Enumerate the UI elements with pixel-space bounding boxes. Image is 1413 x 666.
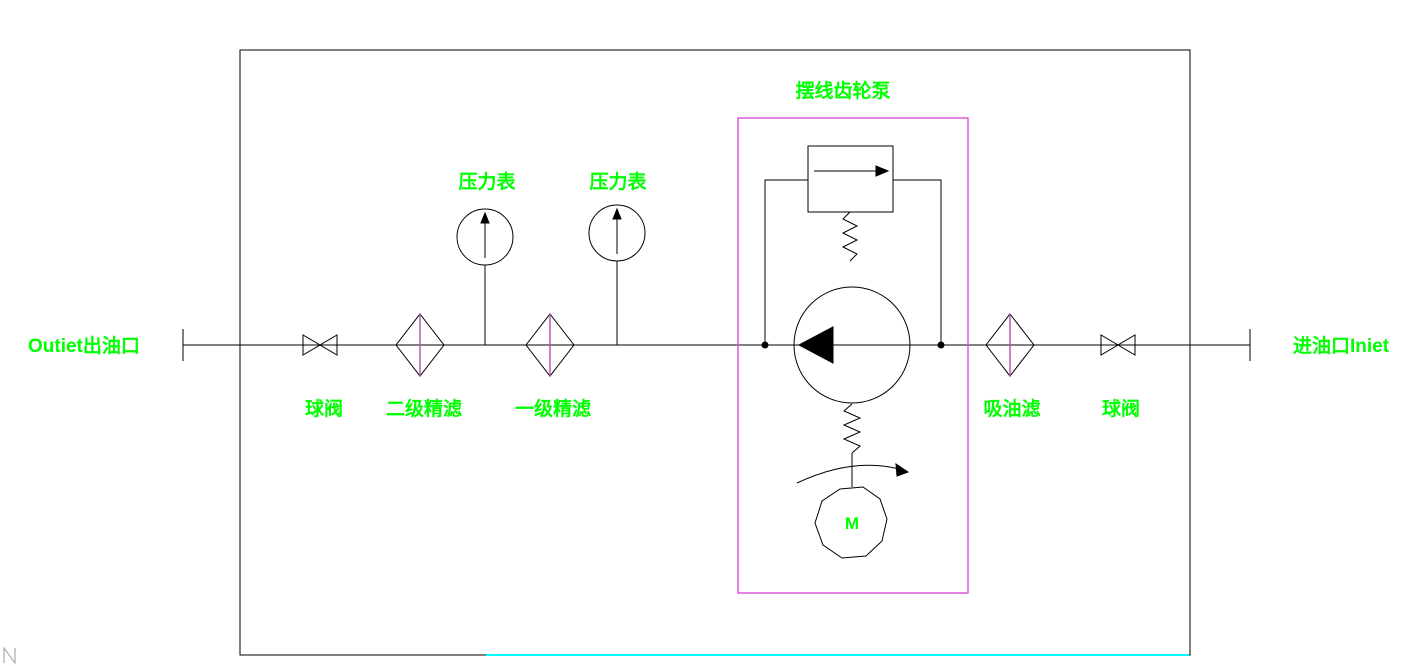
drawing-frame xyxy=(239,49,1191,656)
motor-letter: M xyxy=(845,514,859,533)
relief-spring xyxy=(841,211,859,262)
relief-arrow-icon xyxy=(875,165,890,177)
secondary-filter-label: 二级精滤 xyxy=(386,397,462,420)
junction-dot xyxy=(761,341,769,349)
pump-symbol xyxy=(793,286,911,404)
ball-valve-right-label: 球阀 xyxy=(1102,397,1140,420)
bypass-line-left xyxy=(764,179,808,345)
primary-filter-label: 一级精滤 xyxy=(515,397,591,420)
ball-valve-left-symbol xyxy=(302,334,338,356)
flow-triangle-icon xyxy=(797,326,834,364)
cursor-artifact xyxy=(3,646,16,665)
pump-title-label: 摆线齿轮泵 xyxy=(795,79,890,102)
pressure-gauge-1-label: 压力表 xyxy=(458,170,516,193)
pressure-gauge-1-symbol xyxy=(456,208,514,345)
suction-filter-symbol xyxy=(985,313,1035,377)
pressure-gauge-2-symbol xyxy=(588,204,646,345)
pressure-gauge-2-label: 压力表 xyxy=(589,170,647,193)
suction-filter-label: 吸油滤 xyxy=(983,398,1040,420)
bypass-line-right xyxy=(893,179,942,345)
ball-valve-left-label: 球阀 xyxy=(305,397,343,420)
outlet-port-label: Outiet出油口 xyxy=(28,334,140,357)
drive-spring xyxy=(842,403,862,454)
pump-unit-boundary xyxy=(737,117,969,594)
ball-valve-right-symbol xyxy=(1100,334,1136,356)
junction-dot xyxy=(937,341,945,349)
rotation-arrow xyxy=(796,463,910,484)
motor-symbol: M xyxy=(814,486,888,559)
secondary-filter-symbol xyxy=(395,313,445,377)
inlet-port-label: 进油口Iniet xyxy=(1293,335,1390,357)
relief-valve-symbol xyxy=(807,145,894,262)
primary-filter-symbol xyxy=(525,313,575,377)
